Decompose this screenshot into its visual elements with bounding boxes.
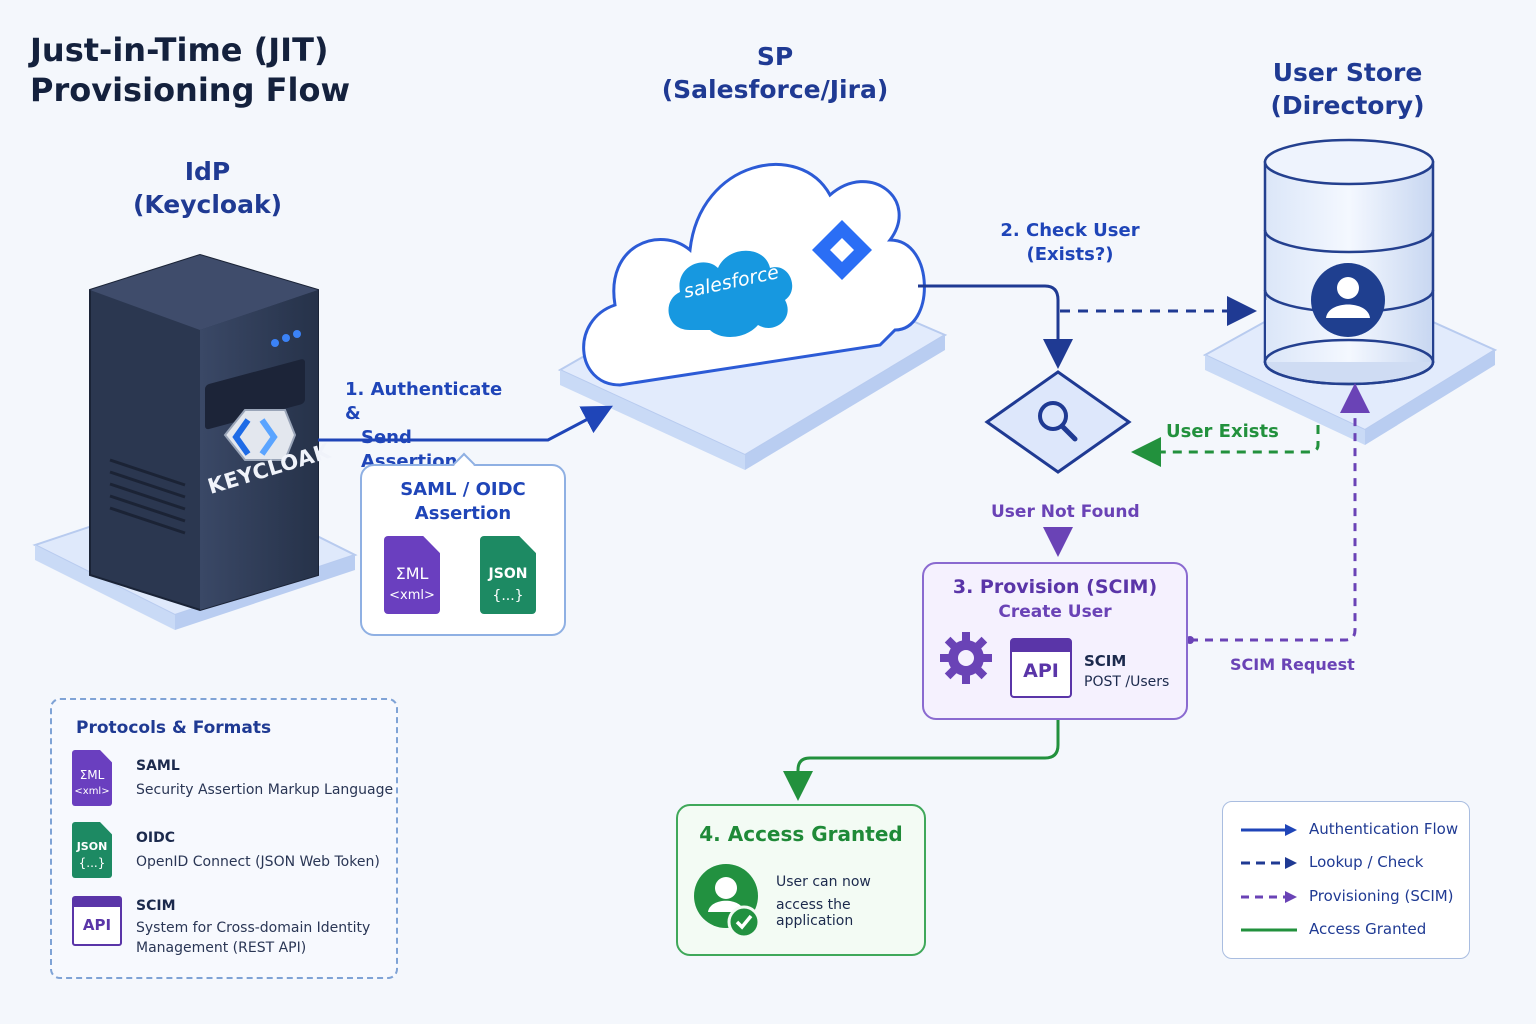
key-lookup-label: Lookup / Check bbox=[1309, 853, 1424, 871]
scim-api-icon: API bbox=[72, 896, 122, 946]
store-subtitle-text: (Directory) bbox=[1270, 91, 1425, 120]
step1-label: 1. Authenticate & Send Assertion bbox=[345, 378, 505, 474]
title-line-2: Provisioning Flow bbox=[30, 71, 350, 109]
access-granted-line1: User can now bbox=[776, 874, 871, 890]
step1-line1: 1. Authenticate & bbox=[345, 379, 503, 424]
user-not-found-label: User Not Found bbox=[991, 502, 1140, 522]
scim-request-arrow bbox=[1190, 383, 1370, 642]
database-icon bbox=[1263, 138, 1435, 386]
access-granted-title: 4. Access Granted bbox=[699, 822, 903, 846]
access-granted-line2: access the application bbox=[776, 897, 854, 929]
saml-icon-top: ΣML bbox=[79, 768, 105, 782]
key-provisioning-label: Provisioning (SCIM) bbox=[1309, 887, 1454, 905]
line-key: Authentication Flow Lookup / Check Provi… bbox=[1222, 801, 1470, 959]
lookup-diamond bbox=[984, 370, 1132, 474]
keycloak-logo-icon bbox=[223, 409, 297, 461]
saml-name: SAML bbox=[136, 758, 180, 774]
user-exists-label: User Exists bbox=[1166, 421, 1279, 442]
idp-subtitle-text: (Keycloak) bbox=[132, 190, 283, 219]
assertion-line2: Assertion bbox=[414, 503, 512, 524]
oidc-icon-top: JSON bbox=[76, 840, 108, 853]
scim-name: SCIM bbox=[136, 898, 176, 914]
provision-card: 3. Provision (SCIM) Create User API SCIM… bbox=[922, 562, 1188, 720]
oidc-name: OIDC bbox=[136, 830, 176, 846]
scim-icon-text: API bbox=[82, 916, 112, 934]
title-line-1: Just-in-Time (JIT) bbox=[30, 31, 329, 69]
assertion-card: SAML / OIDC Assertion ΣML <xml> JSON {..… bbox=[360, 452, 566, 636]
scim-desc: System for Cross-domain Identity Managem… bbox=[136, 920, 371, 956]
scim-request-label: SCIM Request bbox=[1230, 655, 1355, 674]
idp-title: IdP (Keycloak) bbox=[120, 155, 295, 221]
step2-line1: 2. Check User bbox=[1000, 220, 1140, 241]
xml-file-top: ΣML bbox=[395, 564, 429, 583]
scim-endpoint: POST /Users bbox=[1084, 674, 1170, 690]
store-title-text: User Store bbox=[1272, 58, 1423, 87]
check-user-arrow bbox=[918, 284, 1073, 369]
xml-file-bottom: <xml> bbox=[389, 588, 435, 603]
provision-subtitle: Create User bbox=[998, 602, 1112, 622]
page-title: Just-in-Time (JIT) Provisioning Flow bbox=[30, 30, 350, 110]
jira-logo-icon bbox=[812, 220, 872, 280]
api-window-text: API bbox=[1023, 660, 1059, 682]
salesforce-logo-icon bbox=[668, 250, 793, 337]
magnifier-icon bbox=[1038, 401, 1078, 442]
saml-file-icon: ΣML <xml> bbox=[72, 750, 112, 806]
json-file-icon: JSON {...} bbox=[480, 536, 536, 614]
key-authentication-label: Authentication Flow bbox=[1309, 820, 1459, 838]
json-file-bottom: {...} bbox=[492, 588, 524, 604]
user-check-icon bbox=[694, 864, 761, 940]
step2-label: 2. Check User (Exists?) bbox=[990, 219, 1150, 267]
oidc-desc: OpenID Connect (JSON Web Token) bbox=[136, 854, 380, 870]
assertion-title: SAML / OIDC Assertion bbox=[362, 478, 564, 526]
saml-desc: Security Assertion Markup Language bbox=[136, 782, 394, 798]
xml-file-icon: ΣML <xml> bbox=[384, 536, 440, 614]
key-access-label: Access Granted bbox=[1309, 920, 1427, 938]
access-arrow bbox=[783, 720, 1060, 801]
gear-icon bbox=[936, 628, 996, 688]
json-file-top: JSON bbox=[488, 566, 528, 582]
sp-subtitle-text: (Salesforce/Jira) bbox=[661, 75, 889, 104]
oidc-file-icon: JSON {...} bbox=[72, 822, 112, 878]
provision-title: 3. Provision (SCIM) bbox=[952, 576, 1158, 598]
user-exists-arrow bbox=[1131, 425, 1320, 467]
idp-title-text: IdP bbox=[184, 157, 231, 186]
scim-text: SCIM bbox=[1084, 652, 1127, 670]
protocols-legend: Protocols & Formats ΣML <xml> SAML Secur… bbox=[50, 698, 398, 979]
sp-title: SP (Salesforce/Jira) bbox=[640, 40, 910, 106]
access-granted-card: 4. Access Granted User can now access th… bbox=[676, 804, 926, 956]
step2-line2: (Exists?) bbox=[1026, 244, 1114, 265]
server-icon bbox=[89, 253, 319, 612]
saml-icon-bottom: <xml> bbox=[74, 786, 110, 797]
sp-title-text: SP bbox=[756, 42, 794, 71]
api-window-icon: API bbox=[1010, 638, 1072, 698]
auth-arrow bbox=[318, 405, 613, 442]
assertion-line1: SAML / OIDC bbox=[400, 479, 526, 500]
protocols-heading: Protocols & Formats bbox=[76, 718, 272, 738]
oidc-icon-bottom: {...} bbox=[78, 856, 106, 870]
store-title: User Store (Directory) bbox=[1235, 56, 1460, 122]
